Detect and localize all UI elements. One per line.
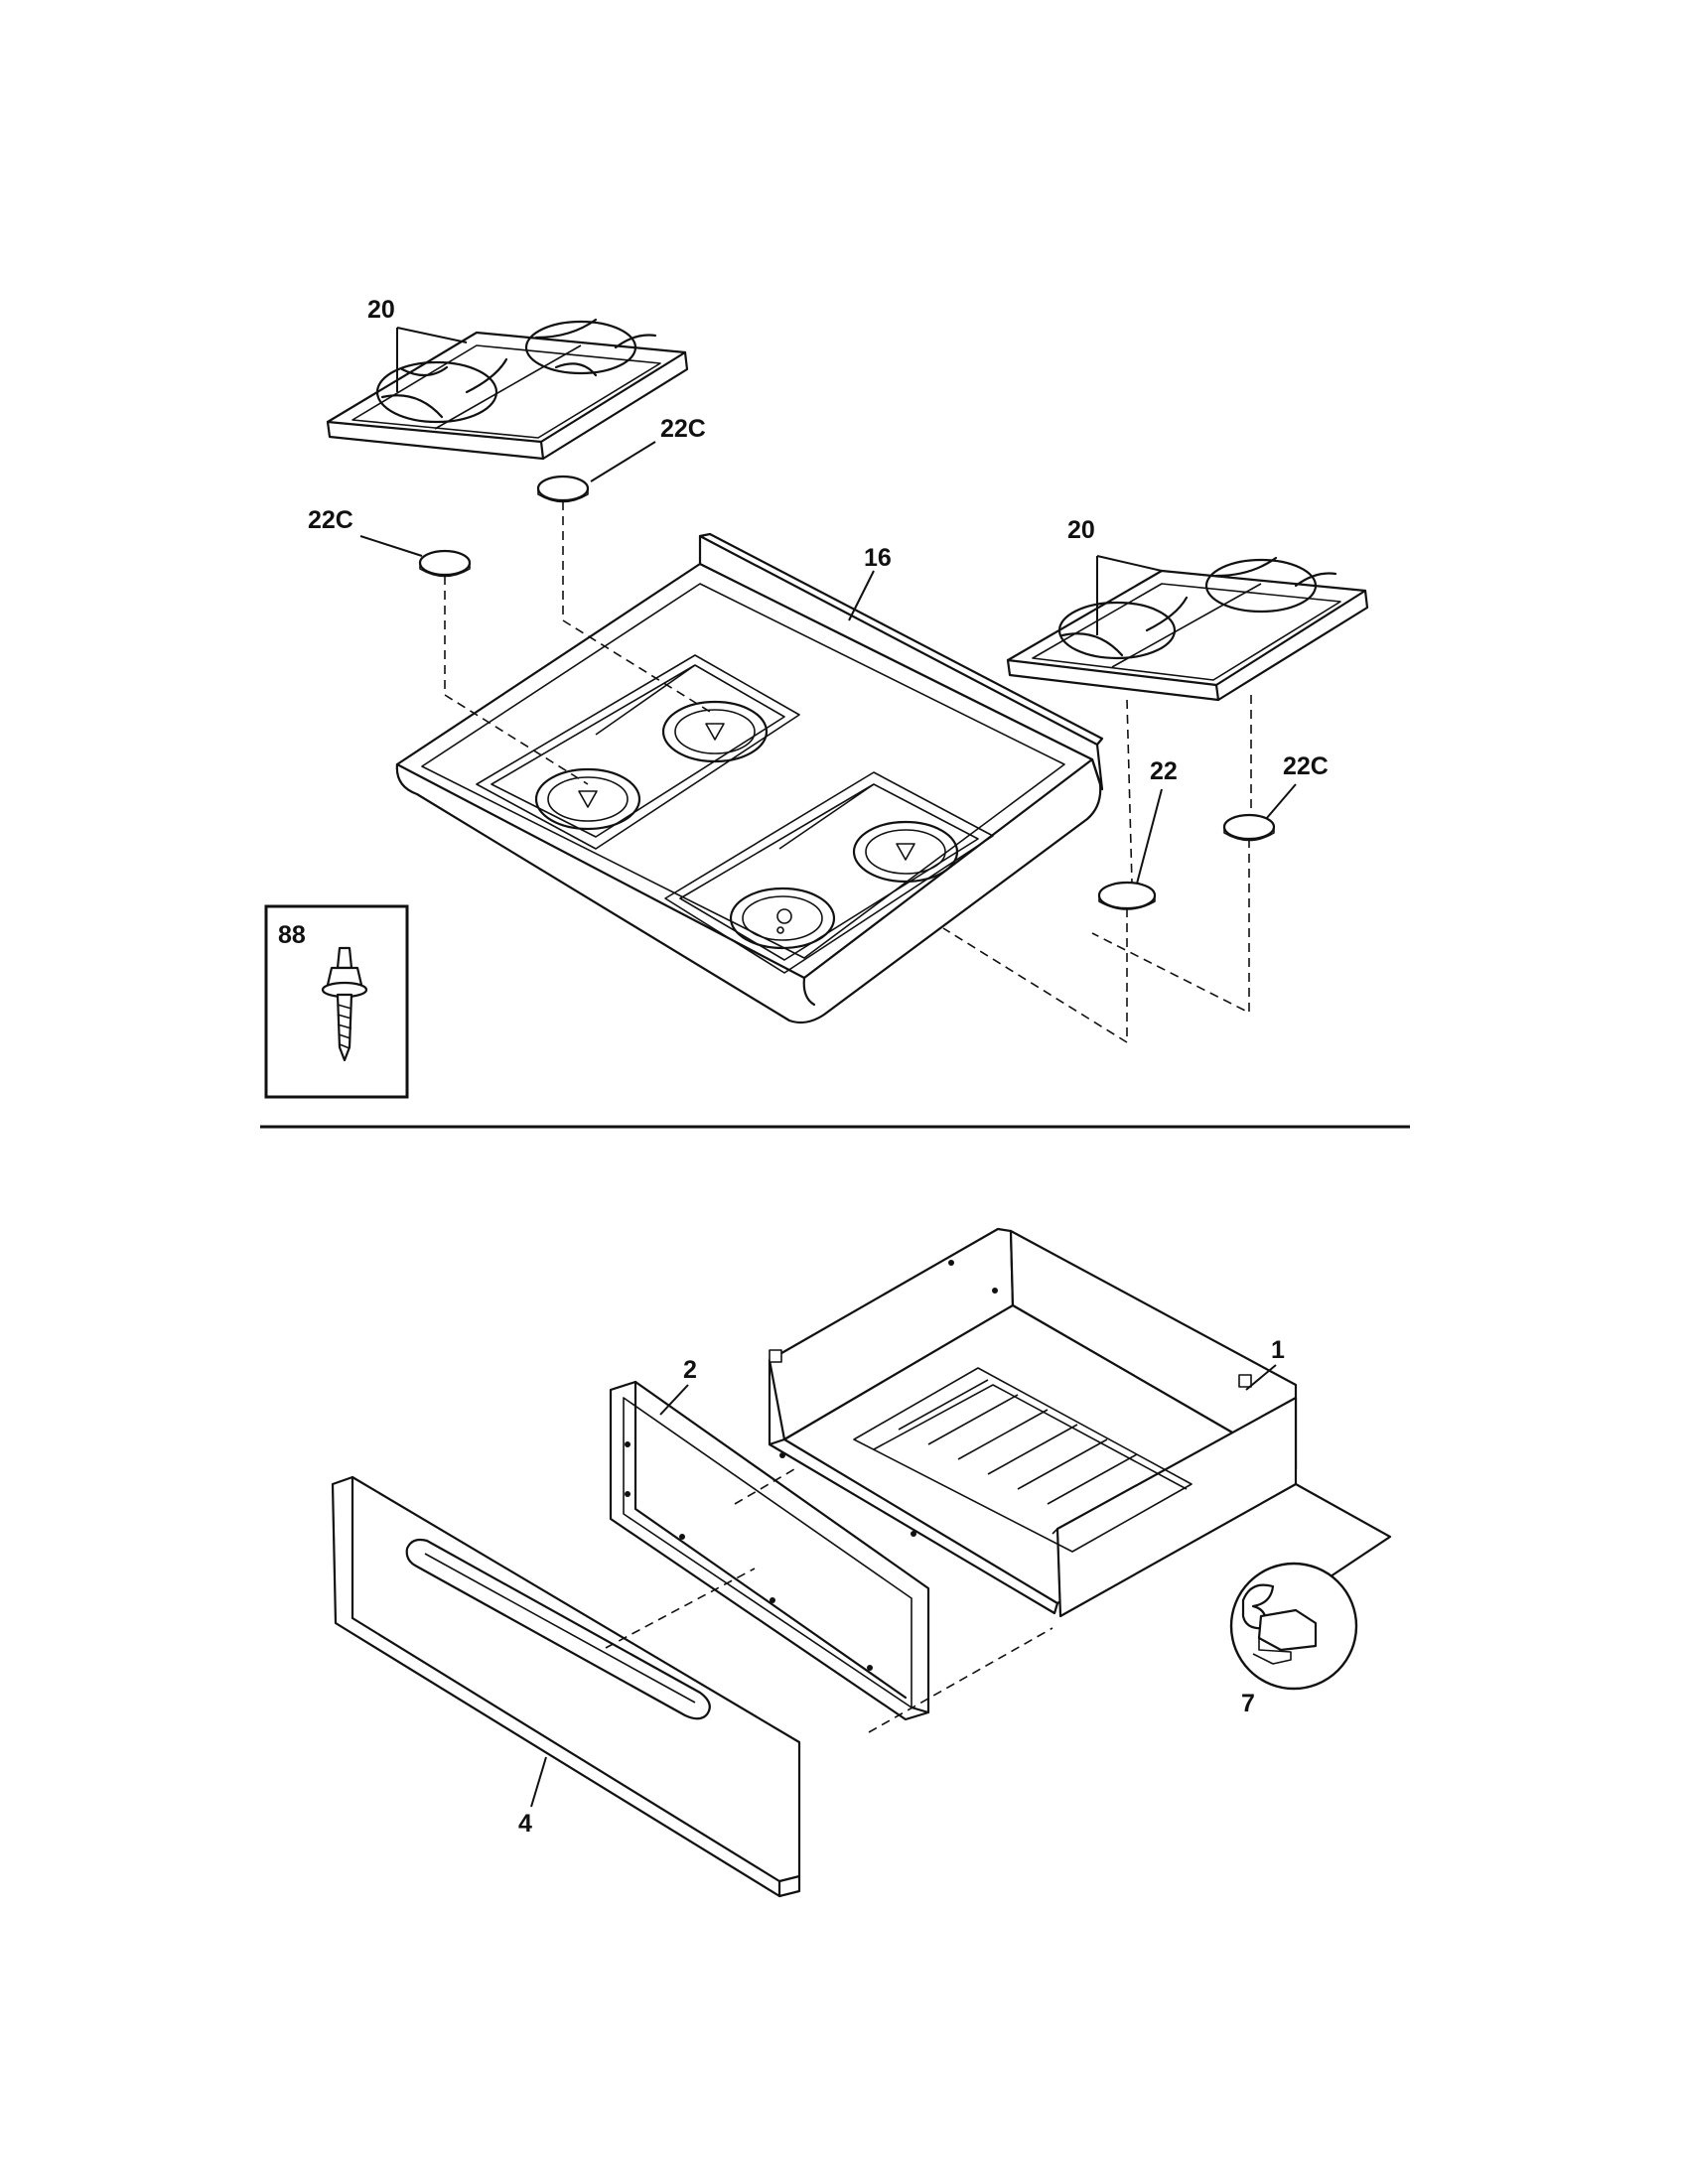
alignment-lines-top [444,501,1252,1044]
callout-cap-right-a: 22 [1150,757,1178,785]
callout-drawer-liner: 2 [683,1356,697,1384]
leaders-bottom [530,1364,1277,1808]
callout-grate-left: 20 [367,296,395,324]
burner-cap-left-b [536,475,590,503]
drawer-front [331,1475,801,1898]
cooktop [395,532,1104,1024]
callout-cap-right-b: 22C [1283,752,1329,780]
drawer-body [768,1227,1298,1618]
callout-grate-right: 20 [1067,516,1095,544]
drawer-liner [609,1380,930,1721]
callout-cap-left-a: 22C [308,506,353,534]
grate-left [326,318,689,461]
callout-cap-left-b: 22C [660,415,706,443]
inset-box-screw: 88 [264,904,409,1099]
grate-right [1006,556,1369,702]
callout-drawer-front: 4 [518,1810,532,1838]
callout-drawer-clip: 7 [1241,1690,1255,1717]
screw-icon [321,946,368,1062]
leaders-top [359,327,1297,885]
alignment-lines-bottom [605,1468,1053,1733]
callout-cooktop: 16 [864,544,892,572]
callout-inset-screw: 88 [278,921,306,949]
burner-cap-left-a [418,549,472,578]
clip-icon [1241,1583,1318,1665]
drawer-clip-detail: 7 [1229,1482,1392,1717]
burner-cap-right-a [1097,881,1157,910]
callout-drawer-body: 1 [1271,1336,1285,1364]
